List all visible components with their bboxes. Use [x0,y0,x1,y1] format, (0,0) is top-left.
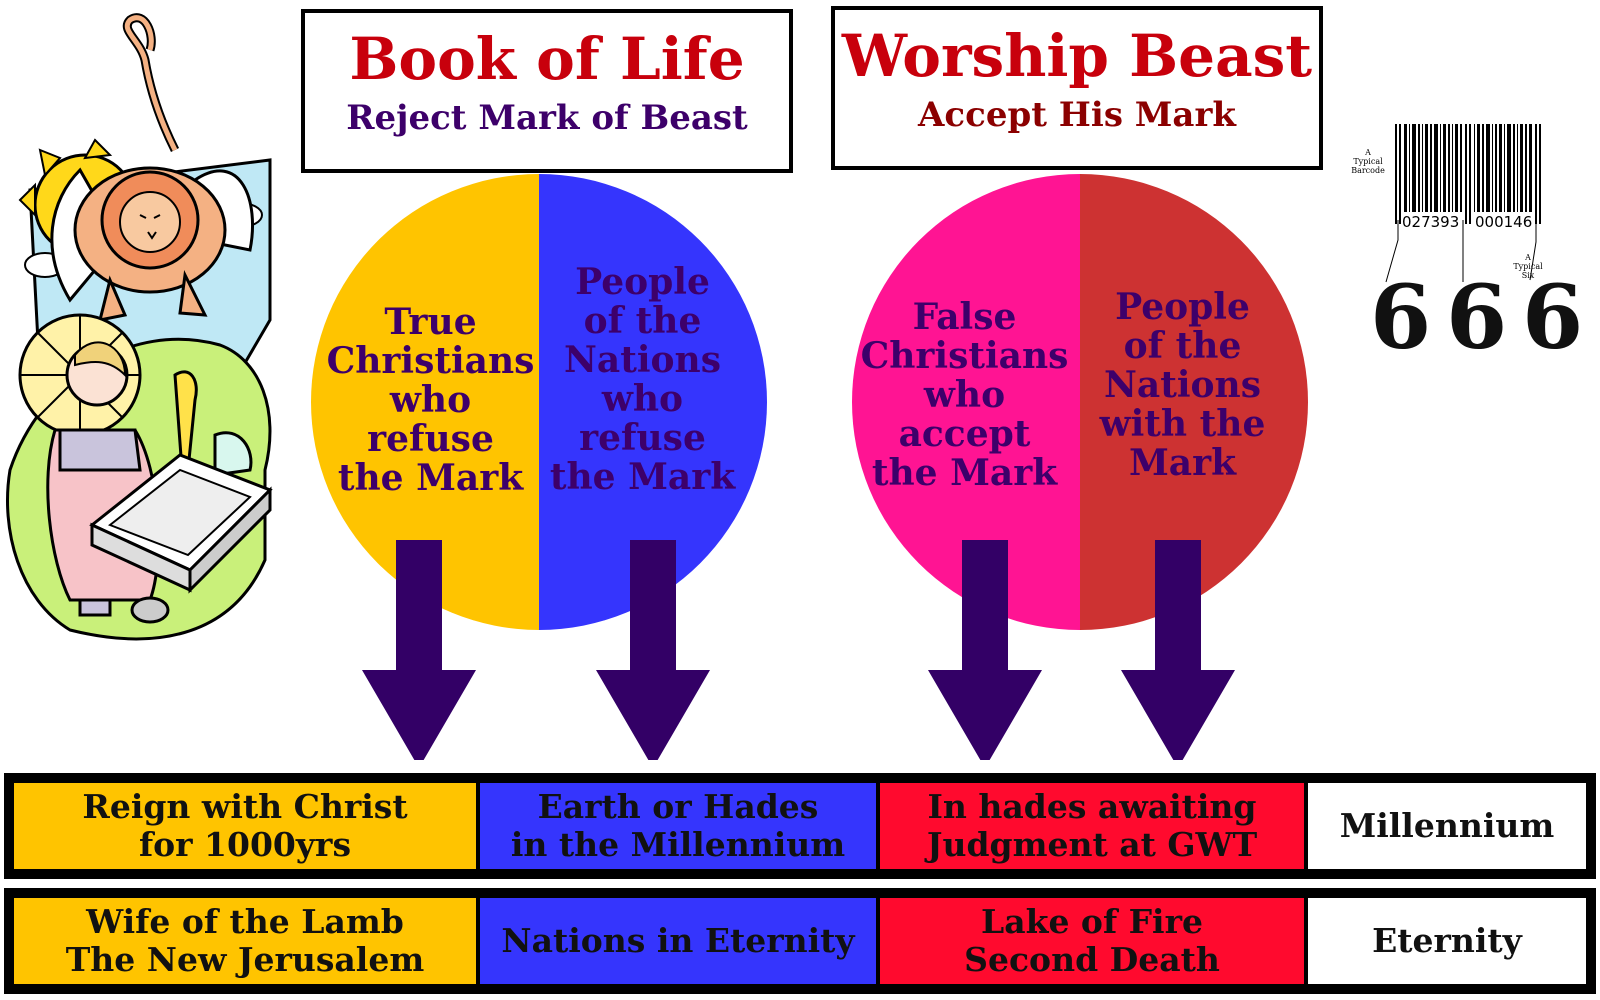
barcode-caption: A Typical Barcode [1351,148,1385,175]
eternity-cell-nations: Nations in Eternity [480,898,876,984]
eternity-cell-label: Eternity [1308,898,1586,984]
six-digit-3: 6 [1522,265,1584,369]
nations-refuse-label: People of the Nations who refuse the Mar… [549,261,736,498]
book-of-life-box: Book of Life Reject Mark of Beast [301,9,793,173]
worship-beast-title: Worship Beast [841,22,1313,90]
millennium-cell-label: Millennium [1308,783,1586,869]
arrow-down-icon [596,540,710,760]
eternity-row: Wife of the Lamb The New Jerusalem Natio… [4,888,1596,994]
worship-beast-box: Worship Beast Accept His Mark [831,6,1323,170]
book-of-life-subtitle: Reject Mark of Beast [346,97,748,138]
lion-and-scribe-illustration [6,13,273,641]
barcode-icon [1395,124,1541,224]
six-digit-2: 6 [1446,265,1508,369]
arrows [362,540,1235,760]
barcode-number-2: 000146 [1475,213,1533,231]
arrow-down-icon [928,540,1042,760]
eternity-cell-lake-of-fire: Lake of Fire Second Death [880,898,1304,984]
eternity-cell-wife-of-lamb: Wife of the Lamb The New Jerusalem [14,898,476,984]
six-digit-1: 6 [1370,265,1432,369]
millennium-row: Reign with Christ for 1000yrs Earth or H… [4,773,1596,879]
worship-beast-subtitle: Accept His Mark [918,94,1236,135]
arrow-down-icon [1121,540,1235,760]
millennium-cell-earth-hades: Earth or Hades in the Millennium [480,783,876,869]
millennium-cell-reign: Reign with Christ for 1000yrs [14,783,476,869]
millennium-cell-hades-awaiting: In hades awaiting Judgment at GWT [880,783,1304,869]
typical-six-caption: A Typical Six [1513,253,1543,280]
true-christians-label: True Christians who refuse the Mark [326,300,535,499]
barcode-pointer-lines [1385,220,1537,283]
arrow-down-icon [362,540,476,760]
nations-with-mark-label: People of the Nations with the Mark [1099,285,1266,484]
barcode-number-1: 027393 [1402,213,1460,231]
circles-layer [311,174,1308,760]
book-of-life-title: Book of Life [349,25,745,93]
false-christians-label: False Christians who accept the Mark [860,295,1069,494]
